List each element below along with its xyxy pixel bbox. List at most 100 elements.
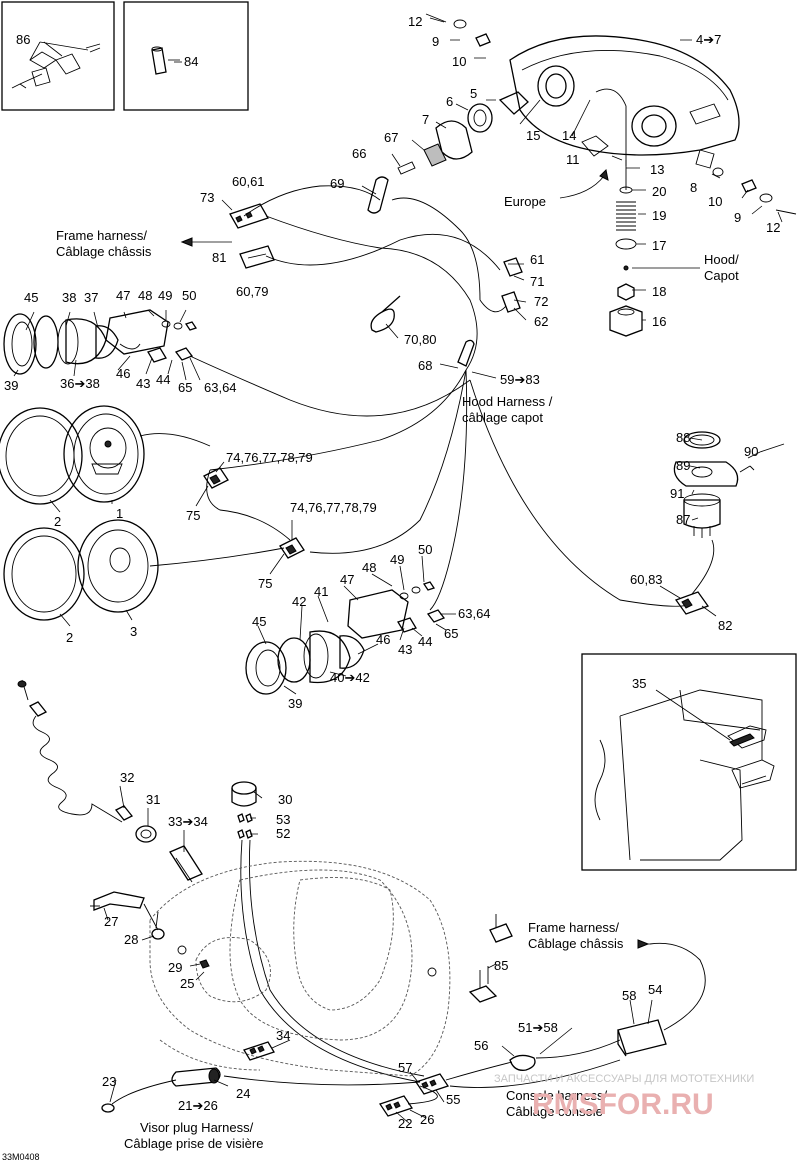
label-48-lower: 48 — [362, 560, 376, 575]
label-91: 91 — [670, 486, 684, 501]
watermark-tagline: ЗАПЧАСТИ И АКСЕССУАРЫ ДЛЯ МОТОТЕХНИКИ — [494, 1073, 754, 1085]
label-50-lower: 50 — [418, 542, 432, 557]
inset-box-35 — [581, 653, 797, 871]
hood-adjuster-stack — [609, 160, 643, 337]
label-26: 26 — [420, 1112, 434, 1127]
key-tether-31-32 — [114, 805, 203, 883]
label-90: 90 — [744, 444, 758, 459]
label-30: 30 — [278, 792, 292, 807]
label-7: 7 — [422, 112, 429, 127]
headlight-assembly — [509, 35, 740, 169]
label-48-upper: 48 — [138, 288, 152, 303]
label-89: 89 — [676, 458, 690, 473]
label-58: 58 — [622, 988, 636, 1003]
switch-30-52-53 — [231, 781, 425, 1083]
label-45-upper: 45 — [24, 290, 38, 305]
watermark-site: RMSFOR.RU — [532, 1088, 714, 1121]
gauge-assembly-lower — [245, 581, 446, 695]
label-49-upper: 49 — [158, 288, 172, 303]
label-47-lower: 47 — [340, 572, 354, 587]
connector-81 — [239, 245, 275, 269]
caption-europe: Europe — [504, 194, 546, 209]
label-34: 34 — [276, 1028, 290, 1043]
caption-frame-harness-bottom-2: Câblage châssis — [528, 936, 624, 951]
console-harness-connectors — [414, 942, 706, 1095]
label-11: 11 — [566, 152, 580, 167]
caption-hood-harness-2: câblage capot — [462, 410, 543, 425]
label-9-right: 9 — [734, 210, 741, 225]
label-43-lower: 43 — [398, 642, 412, 657]
caption-visor-2: Câblage prise de visière — [124, 1136, 263, 1151]
caption-frame-harness-top-1: Frame harness/ — [56, 228, 147, 243]
gauge-assembly-upper — [3, 309, 198, 375]
label-3: 3 — [130, 624, 137, 639]
label-67: 67 — [384, 130, 398, 145]
label-14: 14 — [562, 128, 576, 143]
gauge-tachometer — [3, 519, 285, 621]
label-56: 56 — [474, 1038, 488, 1053]
label-47-upper: 47 — [116, 288, 130, 303]
part-labels: 86 84 12 9 10 4➔7 5 6 7 67 66 69 15 14 1… — [4, 14, 780, 1131]
label-23: 23 — [102, 1074, 116, 1089]
label-32: 32 — [120, 770, 134, 785]
label-60-61: 60,61 — [232, 174, 265, 189]
bracket-85 — [468, 914, 513, 1003]
label-42: 42 — [292, 594, 306, 609]
label-39-upper: 39 — [4, 378, 18, 393]
label-2-lower: 2 — [66, 630, 73, 645]
label-84: 84 — [184, 54, 198, 69]
inset-box-84 — [123, 1, 249, 111]
label-39-lower: 39 — [288, 696, 302, 711]
label-85: 85 — [494, 958, 508, 973]
label-51-58: 51➔58 — [518, 1020, 558, 1035]
label-27: 27 — [104, 914, 118, 929]
harness-captions: Europe Frame harness/ Câblage châssis Ho… — [2, 194, 739, 1162]
label-35: 35 — [632, 676, 646, 691]
label-12-top: 12 — [408, 14, 422, 29]
label-61: 61 — [530, 252, 544, 267]
label-72: 72 — [534, 294, 548, 309]
safety-lanyard — [17, 679, 123, 823]
label-19: 19 — [652, 208, 666, 223]
label-65-lower: 65 — [444, 626, 458, 641]
caption-console-harness-1: Console harness/ — [506, 1088, 608, 1103]
label-60-79: 60,79 — [236, 284, 269, 299]
label-8: 8 — [690, 180, 697, 195]
label-57: 57 — [398, 1060, 412, 1075]
connector-73 — [229, 203, 269, 229]
label-13: 13 — [650, 162, 664, 177]
caption-visor-1: Visor plug Harness/ — [140, 1120, 254, 1135]
label-70-80: 70,80 — [404, 332, 437, 347]
gauge-speedometer — [0, 405, 211, 505]
caption-hood-2: Capot — [704, 268, 739, 283]
label-22: 22 — [398, 1116, 412, 1131]
label-74-79-lower: 74,76,77,78,79 — [290, 500, 377, 515]
label-59-83: 59➔83 — [500, 372, 540, 387]
label-40-42: 40➔42 — [330, 670, 370, 685]
label-37: 37 — [84, 290, 98, 305]
label-12-right: 12 — [766, 220, 780, 235]
label-75-lower: 75 — [258, 576, 272, 591]
accessory-plug-27-28 — [90, 891, 165, 940]
label-71: 71 — [530, 274, 544, 289]
label-68: 68 — [418, 358, 432, 373]
connector-61-71 — [501, 257, 523, 313]
console-housing — [149, 860, 451, 1077]
headlight-bulb-parts — [367, 91, 609, 214]
label-24: 24 — [236, 1086, 250, 1101]
label-74-79-upper: 74,76,77,78,79 — [226, 450, 313, 465]
label-43-upper: 43 — [136, 376, 150, 391]
label-28: 28 — [124, 932, 138, 947]
caption-frame-harness-top-2: Câblage châssis — [56, 244, 152, 259]
label-73: 73 — [200, 190, 214, 205]
label-25: 25 — [180, 976, 194, 991]
label-41: 41 — [314, 584, 328, 599]
label-50-upper: 50 — [182, 288, 196, 303]
label-10-top: 10 — [452, 54, 466, 69]
label-63-64-upper: 63,64 — [204, 380, 237, 395]
label-46-lower: 46 — [376, 632, 390, 647]
label-49-lower: 49 — [390, 552, 404, 567]
connector-34 — [243, 1041, 275, 1061]
label-75-upper: 75 — [186, 508, 200, 523]
